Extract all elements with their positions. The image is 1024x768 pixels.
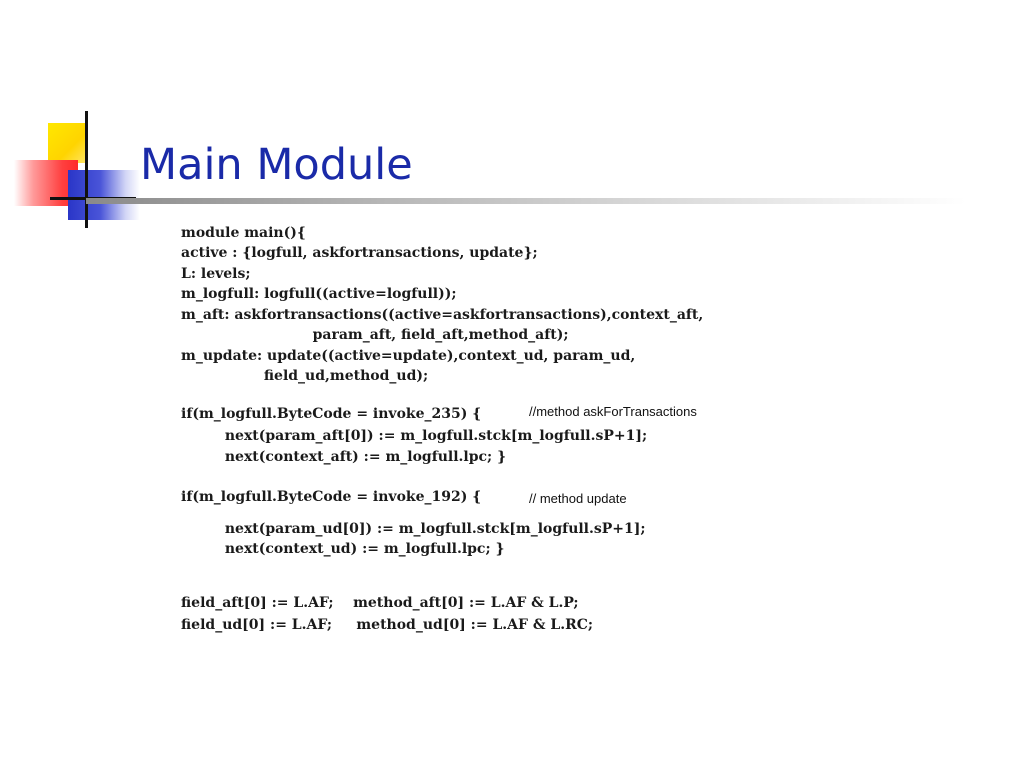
- code-line-9: if(m_logfull.ByteCode = invoke_235) {: [181, 406, 482, 422]
- slide-title: Main Module: [140, 140, 413, 190]
- code-line-7: m_update: update((active=update),context…: [181, 348, 636, 364]
- code-line-15: field_aft[0] := L.AF; method_aft[0] := L…: [181, 595, 579, 611]
- code-line-1: module main(){: [181, 225, 306, 241]
- code-line-11: next(context_aft) := m_logfull.lpc; }: [181, 449, 507, 465]
- code-line-5: m_aft: askfortransactions((active=askfor…: [181, 307, 704, 323]
- code-line-14: next(context_ud) := m_logfull.lpc; }: [181, 541, 505, 557]
- code-line-4: m_logfull: logfull((active=logfull));: [181, 286, 457, 302]
- code-line-12: if(m_logfull.ByteCode = invoke_192) {: [181, 489, 482, 505]
- code-line-3: L: levels;: [181, 266, 251, 282]
- code-line-13: next(param_ud[0]) := m_logfull.stck[m_lo…: [181, 521, 646, 537]
- comment-ask-for-transactions: //method askForTransactions: [529, 404, 697, 419]
- code-line-16: field_ud[0] := L.AF; method_ud[0] := L.A…: [181, 617, 594, 633]
- title-underline: [86, 198, 966, 204]
- code-line-6: param_aft, field_aft,method_aft);: [181, 327, 569, 343]
- comment-method-update: // method update: [529, 491, 627, 506]
- logo-vertical-line: [85, 111, 88, 228]
- code-line-10: next(param_aft[0]) := m_logfull.stck[m_l…: [181, 428, 648, 444]
- code-line-2: active : {logfull, askfortransactions, u…: [181, 245, 538, 261]
- logo-yellow-square: [48, 123, 88, 163]
- code-line-8: field_ud,method_ud);: [181, 368, 429, 384]
- logo-blue-bar: [68, 170, 140, 220]
